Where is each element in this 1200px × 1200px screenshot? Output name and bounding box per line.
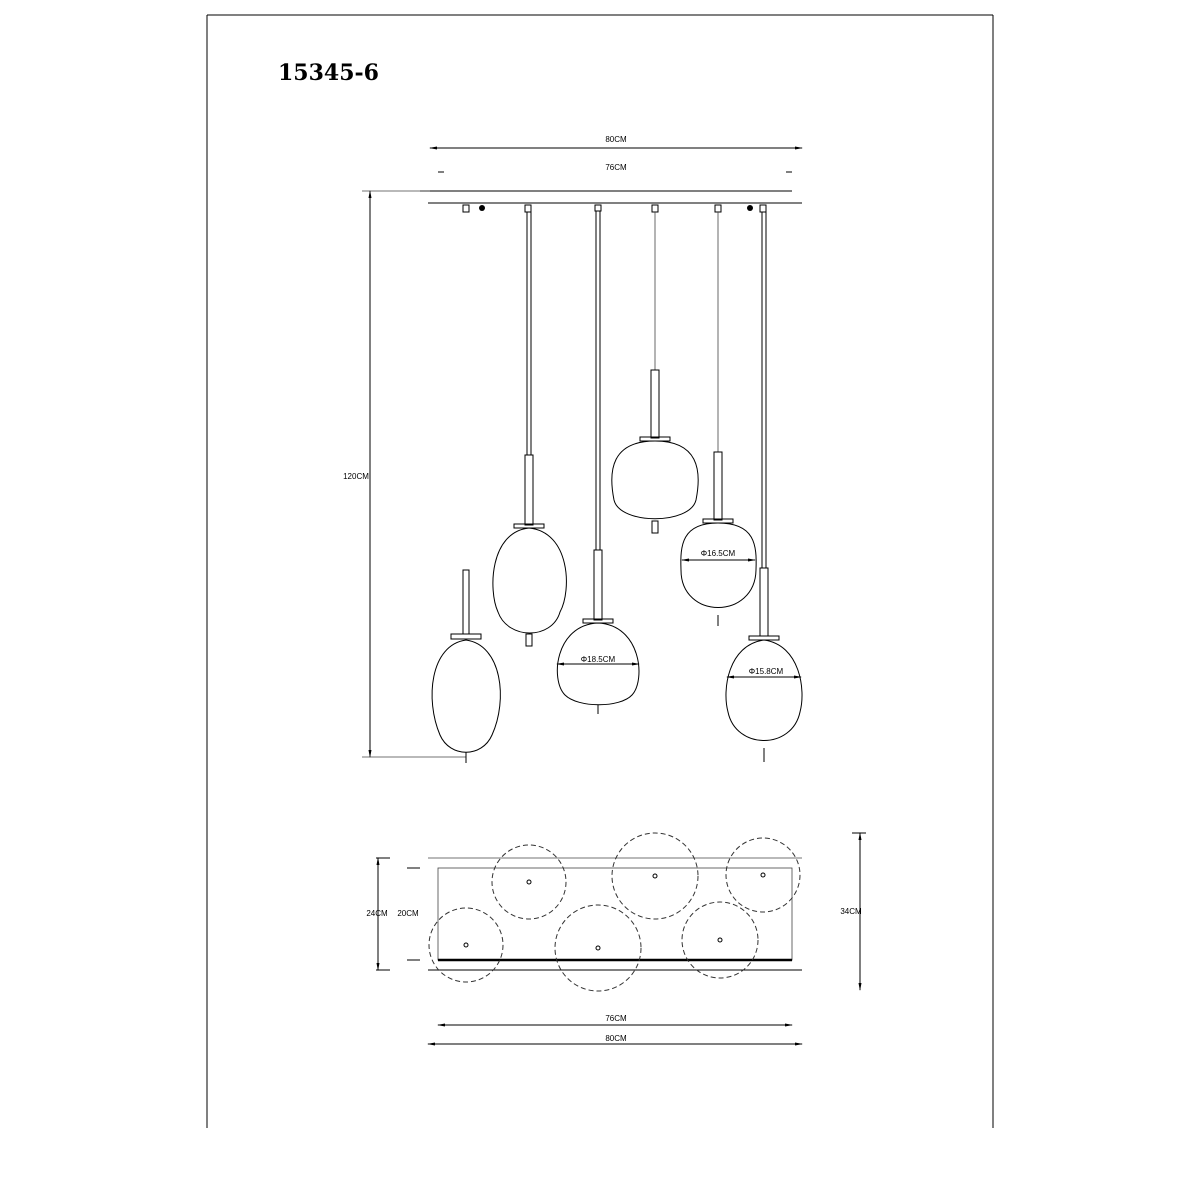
dimension-label: 76CM [605, 1014, 627, 1023]
diameter-label: Φ16.5CM [701, 549, 736, 558]
pendant-1 [431, 569, 501, 763]
diameter-label: Φ15.8CM [749, 667, 784, 676]
dimension-label: 34CM [840, 907, 862, 916]
pendant-3: Φ18.5CM [556, 211, 640, 714]
dimension-label: 24CM [366, 909, 388, 918]
top-view: 24CM 20CM 34CM 76CM 80CM [366, 832, 866, 1046]
pendant-5: Φ16.5CM [680, 212, 757, 626]
shade-outline [428, 832, 801, 992]
dimension-label: 80CM [605, 1034, 627, 1043]
pendant-4 [611, 212, 699, 534]
diameter-label: Φ18.5CM [581, 655, 616, 664]
dimension-label: 20CM [397, 909, 419, 918]
model-number: 15345-6 [278, 60, 379, 86]
pendant-2 [492, 212, 567, 647]
dimension-label: 120CM [343, 472, 369, 481]
front-view: 80CM 76CM 120CM [343, 135, 803, 763]
dimension-label: 76CM [605, 163, 627, 172]
dimension-label: 80CM [605, 135, 627, 144]
page-frame [206, 14, 994, 1128]
pendant-6: Φ15.8CM [725, 212, 803, 762]
canopy [420, 190, 802, 213]
